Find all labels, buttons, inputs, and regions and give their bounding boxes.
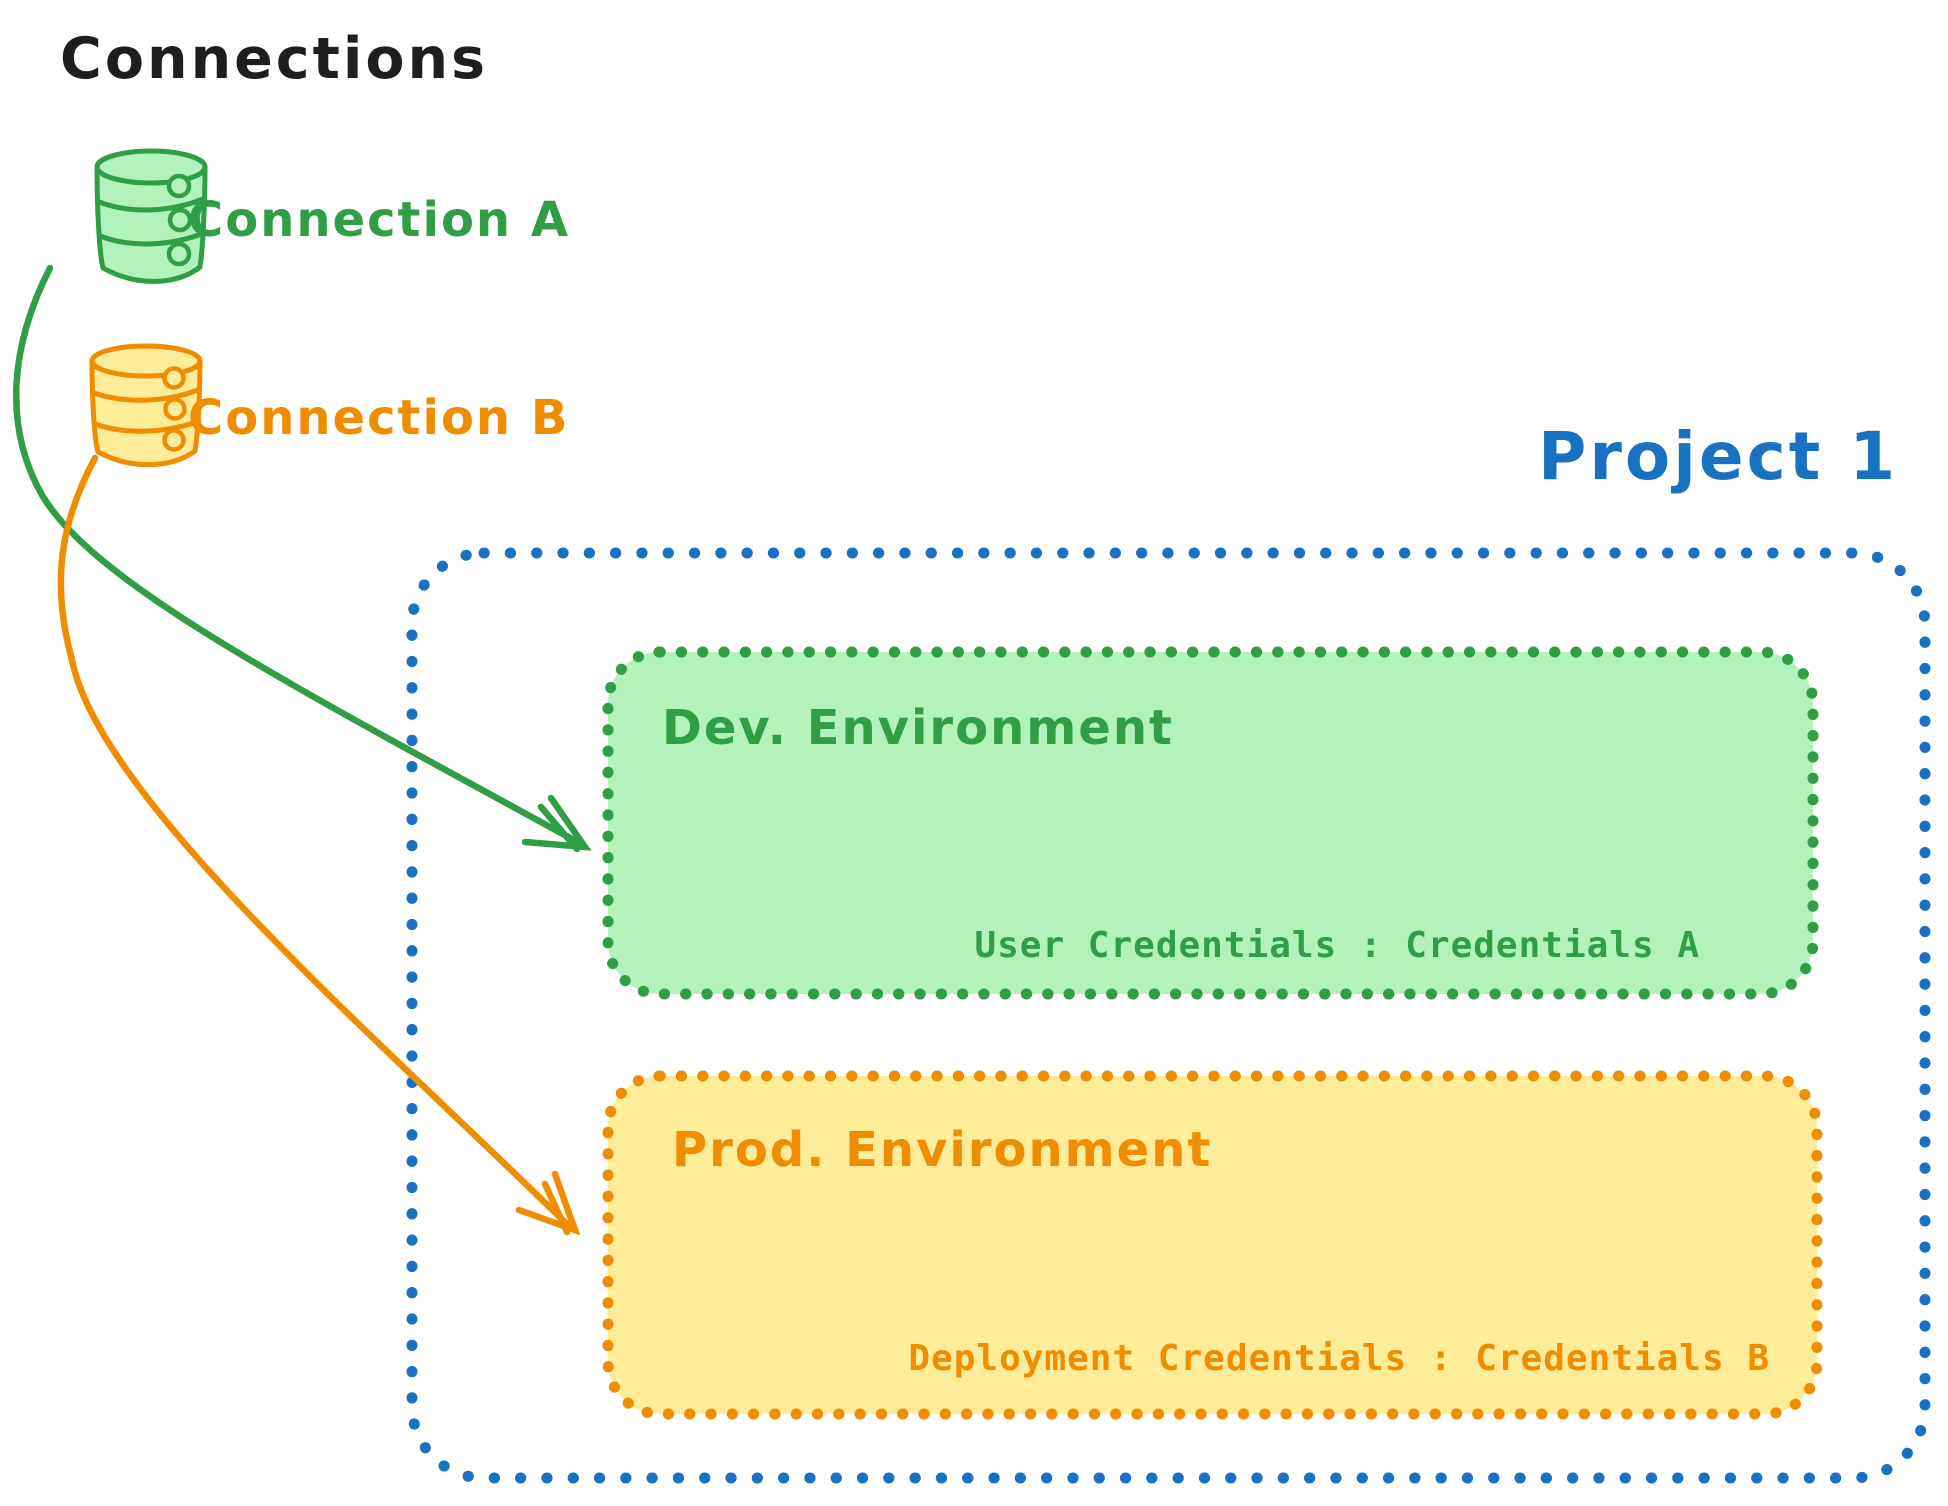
database-icon xyxy=(89,343,203,468)
project-1-title: Project 1 xyxy=(1538,418,1899,495)
prod-environment-box xyxy=(602,1070,1823,1420)
connection-a-label: Connection A xyxy=(188,192,570,248)
project-1-container-box xyxy=(406,547,1931,1484)
arrow-connection-a-to-dev xyxy=(13,264,592,853)
dev-environment-credentials: User Credentials : Credentials A xyxy=(974,925,1700,966)
connection-b-label: Connection B xyxy=(188,390,570,446)
dev-environment-title: Dev. Environment xyxy=(662,700,1174,756)
diagram-title: Connections xyxy=(60,26,489,92)
prod-environment-credentials: Deployment Credentials : Credentials B xyxy=(908,1338,1770,1379)
database-icon xyxy=(94,148,208,284)
prod-environment-title: Prod. Environment xyxy=(672,1122,1213,1178)
arrow-connection-b-to-prod xyxy=(57,454,581,1236)
dev-environment-box xyxy=(602,646,1819,1000)
